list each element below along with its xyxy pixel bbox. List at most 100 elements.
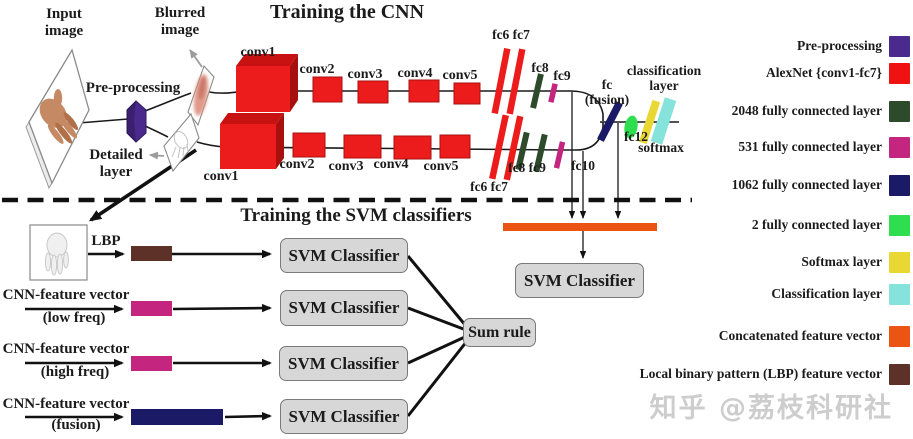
lbp-label: LBP: [91, 233, 121, 249]
legend-swatch-2048fc: [889, 100, 910, 122]
fc9-top-label: fc9: [553, 68, 571, 83]
legend-label: AlexNet {conv1-fc7}: [766, 65, 882, 80]
legend-item-lbp: Local binary pattern (LBP) feature vecto…: [640, 363, 910, 385]
conv2-top-block: [312, 76, 343, 103]
cnn-feature-highfreq-line2: (high freq): [40, 364, 110, 380]
legend-label: 531 fully connected layer: [738, 139, 882, 154]
detailed-hand-sketch: [171, 131, 189, 159]
conv5-top-label: conv5: [442, 68, 478, 83]
svm-classifier-box-concat: SVM Classifier: [515, 263, 644, 298]
legend-swatch-preprocessing: [889, 35, 910, 57]
legend-item-concatenated: Concatenated feature vector: [719, 325, 910, 347]
legend-item-softmax: Softmax layer: [801, 251, 910, 273]
conv1-top-label: conv1: [240, 45, 276, 60]
conv2-bottom-label: conv2: [279, 157, 315, 172]
blurred-label-arrow: [189, 49, 203, 68]
watermark: 知乎 @荔枝科研社: [649, 393, 893, 424]
softmax-label: softmax: [638, 140, 684, 155]
svm-classifier-box-1: SVM Classifier: [280, 238, 408, 273]
legend-item-2048fc: 2048 fully connected layer: [732, 100, 910, 122]
detailed-layer-label: Detailed layer: [89, 147, 143, 180]
top-merge-curve: [556, 90, 604, 121]
legend-label: Softmax layer: [801, 254, 882, 269]
fc-fusion-label: fc (fusion): [584, 77, 630, 107]
lbp-sketch-palm: [46, 232, 68, 258]
fusion-bar-to-svm-arrow: [224, 411, 272, 421]
lowfreq-bar-to-svm-arrow: [172, 303, 272, 313]
conv5-bottom-label: conv5: [423, 159, 459, 174]
legend-swatch-alexnet: [889, 62, 910, 84]
conv4-bottom-label: conv4: [373, 157, 409, 172]
legend-swatch-2fc: [889, 214, 910, 236]
svm-row-arrows: [25, 249, 272, 422]
concatenated-vector-bar: [503, 223, 657, 231]
fc7-bar-bottom: [503, 115, 524, 181]
lbp-sketch-finger: [50, 254, 58, 276]
fc7-bar-top: [506, 48, 526, 115]
fc8-bar-bottom: [515, 131, 530, 171]
hexagon-shade: [127, 101, 136, 142]
svm4-to-sum-line: [406, 340, 469, 417]
legend-item-alexnet: AlexNet {conv1-fc7}: [766, 62, 910, 84]
fc10-bar-bottom: [553, 141, 566, 169]
hand-photo: [39, 89, 79, 144]
conv1-bottom-cube: [220, 113, 284, 169]
sketch-palm: [173, 131, 189, 149]
hand-finger: [60, 117, 77, 139]
input-image-plane: [25, 48, 90, 190]
fc9-bar-bottom: [533, 133, 548, 173]
fc8-top-label: fc8: [531, 60, 549, 75]
cnn-feature-fusion-line1: CNN-feature vector: [2, 396, 130, 412]
cnn-feature-highfreq-line1: CNN-feature vector: [2, 341, 130, 357]
svm2-to-sum-line: [407, 306, 467, 332]
conv3-bottom-label: conv3: [328, 159, 364, 174]
legend-swatch-1062fc: [889, 174, 910, 196]
svm-classifier-box-2: SVM Classifier: [280, 290, 408, 326]
svm-classifier-box-3: SVM Classifier: [279, 346, 408, 381]
svm3-to-sum-line: [407, 334, 468, 365]
fc-fusion-bar: [597, 101, 623, 142]
conv-blocks-bottom: [292, 132, 471, 160]
conv3-bottom-block: [343, 134, 382, 159]
lbp-sketch-finger: [44, 252, 52, 272]
fc6-bar-bottom: [489, 114, 509, 180]
blurred-hand: [193, 74, 209, 116]
fc12-ellipse: [624, 115, 638, 139]
cube-top-face: [220, 113, 284, 124]
lbp-feature-bar: [131, 246, 172, 261]
svm-section-title: Training the SVM classifiers: [240, 205, 472, 226]
detailed-layer-plane: [163, 112, 200, 173]
sum-rule-box: Sum rule: [463, 318, 536, 347]
cnn-feature-lowfreq-line1: CNN-feature vector: [2, 287, 130, 303]
hand-finger: [47, 124, 64, 144]
fc6-bar-top: [491, 47, 511, 115]
conv5-top-block: [453, 82, 481, 105]
legend-swatch-softmax: [889, 251, 910, 273]
conv1-top-cube: [236, 54, 298, 112]
legend-label: Pre-processing: [797, 38, 882, 53]
legend-item-preprocessing: Pre-processing: [797, 35, 910, 57]
fusion-feature-bar: [131, 409, 223, 425]
softmax-bar: [638, 99, 661, 145]
legend-label: 1062 fully connected layer: [731, 177, 882, 192]
cube-side-face: [276, 113, 284, 169]
conv3-top-block: [357, 80, 389, 104]
sum-rule-connectors: [406, 255, 469, 417]
conv4-top-label: conv4: [397, 66, 433, 81]
conv4-bottom-block: [393, 135, 432, 160]
hand-thumb: [53, 89, 63, 108]
preprocessing-hexagon: [126, 100, 147, 143]
lbp-input-box: [29, 224, 88, 281]
lbp-hand-sketch: [44, 232, 69, 276]
input-image-label: Input image: [44, 6, 84, 39]
cnn-feature-fusion-line2: (fusion): [51, 417, 101, 433]
fc67-bottom-label: fc6 fc7: [470, 179, 508, 194]
hand-finger: [55, 122, 73, 144]
cube-side-face: [290, 54, 298, 112]
legend-swatch-lbp: [889, 363, 910, 385]
legend-item-1062fc: 1062 fully connected layer: [732, 174, 910, 196]
blurred-image-plane: [187, 64, 215, 127]
fc12-label: fc12: [624, 129, 648, 144]
legend-swatch-531fc: [889, 136, 910, 158]
